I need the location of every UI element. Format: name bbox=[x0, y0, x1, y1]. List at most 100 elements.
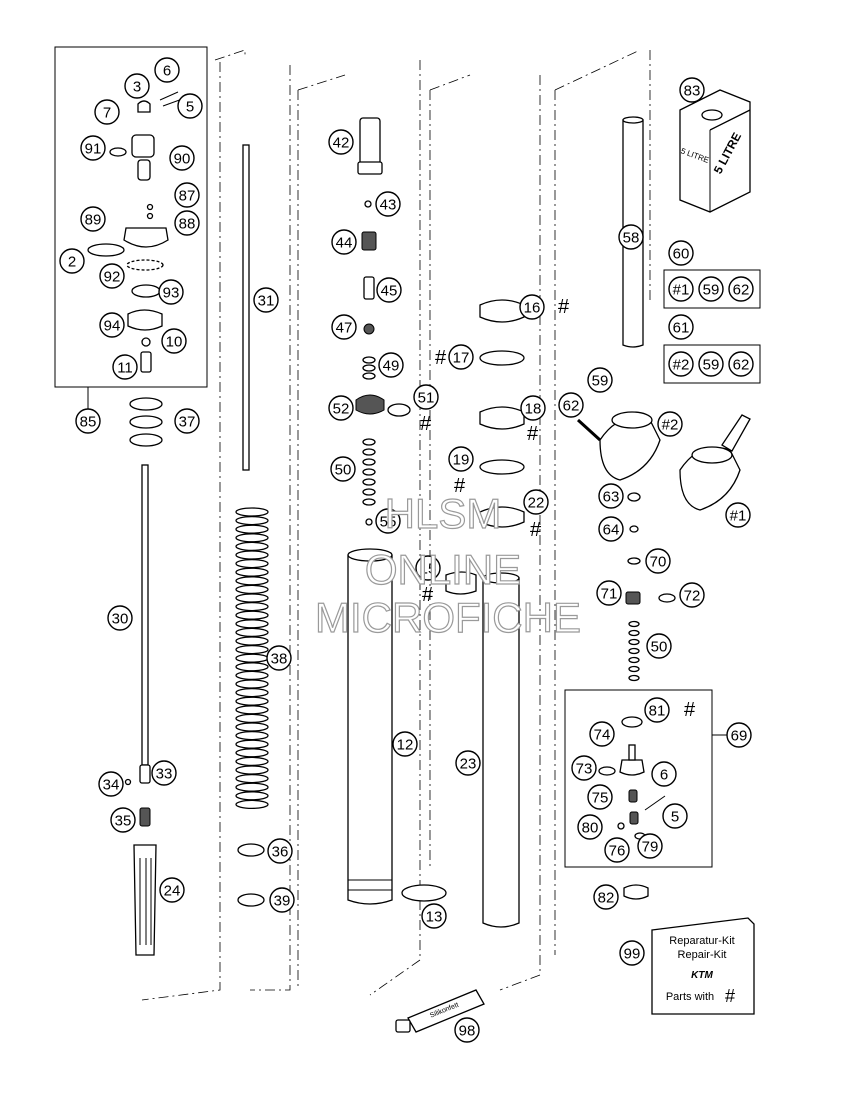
callout-6: 6 bbox=[154, 57, 180, 83]
spring-coil bbox=[235, 722, 269, 732]
hash-mark-layer: ######## bbox=[420, 296, 696, 721]
watermark-line-3: MICROFICHE bbox=[315, 594, 581, 641]
callout-38: 38 bbox=[266, 645, 292, 671]
spring-coil bbox=[235, 739, 269, 749]
svg-text:62: 62 bbox=[733, 357, 750, 374]
spring-coil bbox=[235, 791, 269, 801]
repair-kit-line3: Parts with bbox=[666, 991, 714, 1003]
spring-coil bbox=[235, 799, 269, 810]
oil-container: 5 LITRE 5 LITRE bbox=[679, 89, 751, 213]
spring-coil bbox=[235, 610, 269, 620]
spring-coil bbox=[235, 670, 269, 681]
svg-text:59: 59 bbox=[703, 357, 720, 374]
callout-59: 59 bbox=[587, 367, 613, 393]
spring-coil bbox=[235, 662, 269, 672]
spring-coil bbox=[235, 653, 269, 663]
svg-text:#2: #2 bbox=[673, 357, 690, 374]
callout-98: 98 bbox=[454, 1017, 480, 1043]
callout-13: 13 bbox=[421, 903, 447, 929]
callout-11: 11 bbox=[112, 354, 138, 380]
kit-item-59: 59 bbox=[698, 276, 724, 302]
rebound-parts bbox=[598, 492, 676, 900]
svg-text:72: 72 bbox=[684, 588, 701, 605]
outer-tube bbox=[347, 548, 447, 905]
svg-text:50: 50 bbox=[335, 462, 352, 479]
svg-text:17: 17 bbox=[453, 350, 470, 367]
callout-47: 47 bbox=[331, 314, 357, 340]
hash-mark: # bbox=[435, 347, 447, 369]
kit-item-62: 62 bbox=[728, 276, 754, 302]
damping-valve-parts bbox=[355, 117, 411, 526]
svg-text:#1: #1 bbox=[730, 508, 747, 525]
hash-mark: # bbox=[558, 296, 570, 318]
spring-coil bbox=[235, 558, 269, 569]
hash-mark: # bbox=[527, 423, 539, 445]
svg-text:37: 37 bbox=[179, 414, 196, 431]
spring-coil bbox=[235, 748, 269, 758]
svg-text:5: 5 bbox=[186, 99, 194, 116]
svg-text:81: 81 bbox=[649, 703, 666, 720]
svg-text:11: 11 bbox=[117, 360, 133, 377]
callout-19: 19 bbox=[448, 446, 474, 472]
svg-text:15: 15 bbox=[420, 561, 437, 578]
svg-text:#2: #2 bbox=[662, 417, 679, 434]
svg-text:98: 98 bbox=[459, 1023, 476, 1040]
svg-text:44: 44 bbox=[336, 235, 353, 252]
svg-text:36: 36 bbox=[272, 844, 289, 861]
callout-37: 37 bbox=[174, 408, 200, 434]
callout-75: 75 bbox=[587, 784, 613, 810]
callout-5: 5 bbox=[177, 93, 203, 119]
callout-15: 15 bbox=[415, 555, 441, 581]
spring-coil bbox=[235, 773, 269, 784]
callout-72: 72 bbox=[679, 582, 705, 608]
axle-clamp-2 bbox=[576, 411, 661, 481]
spring-coil bbox=[235, 550, 269, 560]
spring-coil bbox=[235, 515, 269, 526]
callout-22: 22 bbox=[523, 489, 549, 515]
svg-text:5: 5 bbox=[671, 809, 679, 826]
grease-tube: Silikonfett bbox=[395, 989, 485, 1033]
callout-18: 18 bbox=[520, 395, 546, 421]
svg-text:80: 80 bbox=[582, 820, 599, 837]
svg-text:7: 7 bbox=[103, 105, 111, 122]
spring-coil bbox=[235, 533, 269, 543]
svg-text:62: 62 bbox=[733, 282, 750, 299]
svg-text:69: 69 bbox=[731, 728, 748, 745]
callout-70: 70 bbox=[645, 548, 671, 574]
svg-text:19: 19 bbox=[453, 452, 470, 469]
callout-58: 58 bbox=[618, 224, 644, 250]
svg-text:35: 35 bbox=[115, 813, 132, 830]
spring-coil bbox=[235, 730, 269, 741]
ktm-logo: KTM bbox=[691, 970, 713, 981]
svg-text:93: 93 bbox=[163, 285, 180, 302]
hash-mark: # bbox=[530, 519, 542, 541]
svg-text:71: 71 bbox=[601, 586, 618, 603]
hash-mark: # bbox=[422, 584, 434, 606]
callout-42: 42 bbox=[328, 129, 354, 155]
callout-50: 50 bbox=[330, 456, 356, 482]
fork-spring bbox=[235, 507, 269, 810]
svg-text:87: 87 bbox=[179, 188, 196, 205]
callout-73: 73 bbox=[571, 755, 597, 781]
callout-81: 81 bbox=[644, 697, 670, 723]
callout-61: 61 bbox=[668, 314, 694, 340]
callout-35: 35 bbox=[110, 807, 136, 833]
callout-69: 69 bbox=[726, 722, 752, 748]
callout-24: 24 bbox=[159, 877, 185, 903]
svg-text:74: 74 bbox=[594, 727, 611, 744]
callout-89: 89 bbox=[80, 206, 106, 232]
callout-63: 63 bbox=[598, 483, 624, 509]
svg-text:30: 30 bbox=[112, 611, 129, 628]
spring-coil bbox=[235, 601, 269, 612]
spring-coil bbox=[235, 636, 269, 646]
kit-item-62: 62 bbox=[728, 351, 754, 377]
callout-80: 80 bbox=[577, 814, 603, 840]
axle-clamp-1 bbox=[679, 414, 751, 511]
svg-text:63: 63 bbox=[603, 489, 620, 506]
kit-box-61 bbox=[663, 344, 761, 384]
spring-coil bbox=[235, 765, 269, 775]
spring-coil bbox=[235, 696, 269, 706]
hash-mark: # bbox=[454, 475, 466, 497]
